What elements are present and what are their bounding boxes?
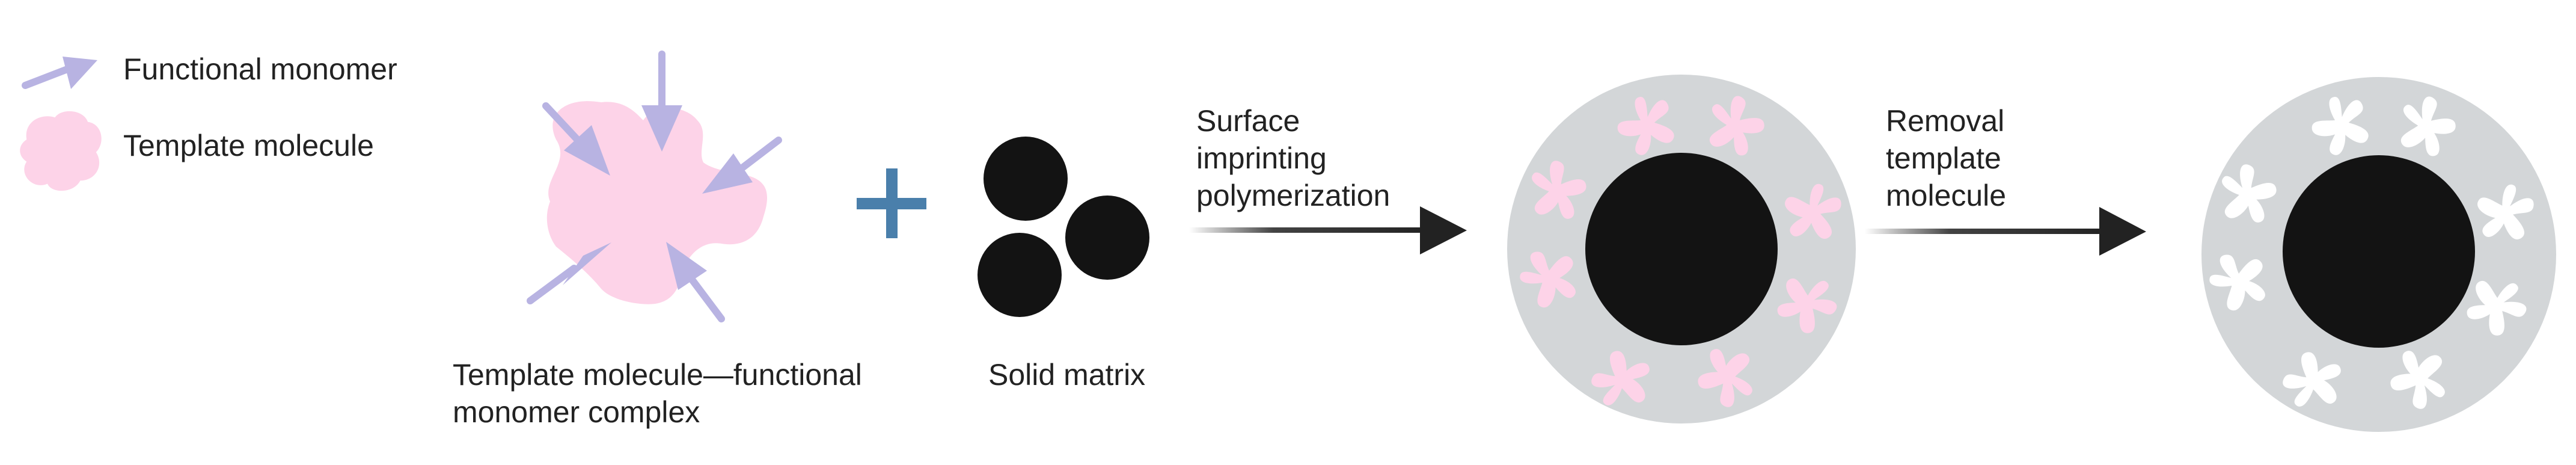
matrix-particle	[1065, 196, 1149, 280]
step1-label-line2: imprinting	[1196, 141, 1327, 175]
monomer-arrow-bottom-right	[666, 242, 725, 322]
process-arrow-polymerization	[1189, 206, 1467, 254]
template-monomer-complex	[527, 51, 782, 322]
step1-label-line3: polymerization	[1196, 179, 1390, 212]
matrix-core	[2283, 155, 2475, 348]
step2-label-line2: template	[1886, 141, 2001, 175]
monomer-arrow-top-left	[542, 102, 610, 176]
complex-label-line2: monomer complex	[453, 395, 700, 429]
complex-label-line1: Template molecule—functional	[453, 358, 862, 392]
monomer-arrow-top	[641, 51, 682, 152]
template-molecule-large	[546, 101, 768, 304]
monomer-arrow-bottom-left	[527, 242, 611, 304]
monomer-arrow-right	[702, 137, 782, 194]
step1-label-line1: Surface	[1196, 104, 1300, 138]
process-arrow-removal	[1865, 207, 2146, 256]
imprinted-particle-with-template	[1507, 75, 1856, 423]
plus-icon	[857, 168, 926, 238]
matrix-label: Solid matrix	[988, 358, 1146, 392]
legend-template-blob-icon	[20, 111, 102, 191]
legend-monomer-arrow-icon	[22, 57, 97, 89]
imprinted-particle-cavities	[2200, 77, 2556, 432]
step2-label-line3: molecule	[1886, 179, 2007, 212]
matrix-particle	[977, 233, 1062, 317]
matrix-core	[1585, 153, 1778, 345]
legend-template-label: Template molecule	[123, 129, 374, 162]
legend-monomer-label: Functional monomer	[123, 52, 397, 86]
matrix-particle	[984, 137, 1068, 221]
legend	[20, 57, 102, 191]
step2-label-line1: Removal	[1886, 104, 2005, 138]
solid-matrix	[977, 137, 1149, 317]
